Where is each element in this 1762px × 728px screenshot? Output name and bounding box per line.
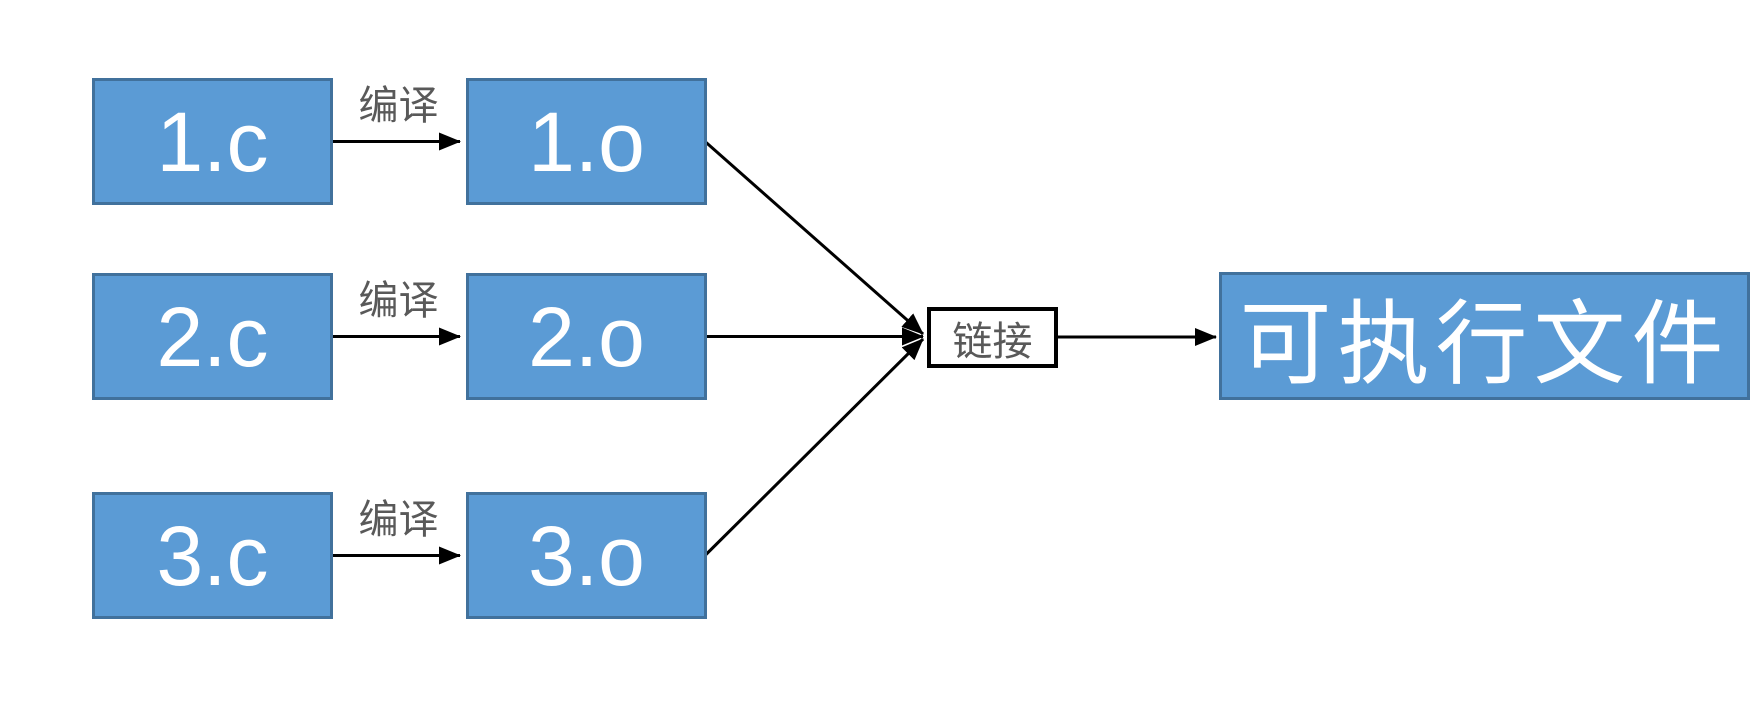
node-source-1-label: 1.c [156,94,269,189]
node-object-3: 3.o [466,492,707,619]
node-object-1-label: 1.o [528,94,645,189]
compile-label-1: 编译 [358,84,439,128]
node-executable-label: 可执行文件 [1239,290,1730,398]
node-object-2-label: 2.o [528,289,645,384]
edge-3o-to-linker [703,337,925,557]
compile-label-2: 编译 [358,279,439,323]
node-source-3: 3.c [92,492,333,619]
edge-1o-to-linker [704,140,924,336]
node-source-3-label: 3.c [156,508,269,603]
node-executable: 可执行文件 [1219,272,1750,400]
node-source-2-label: 2.c [156,289,269,384]
compile-label-3: 编译 [358,498,439,542]
node-linker-label: 链接 [952,319,1033,364]
node-source-2: 2.c [92,273,333,400]
node-object-3-label: 3.o [528,508,645,603]
node-source-1: 1.c [92,78,333,205]
node-linker: 链接 [927,307,1058,368]
node-object-1: 1.o [466,78,707,205]
node-object-2: 2.o [466,273,707,400]
